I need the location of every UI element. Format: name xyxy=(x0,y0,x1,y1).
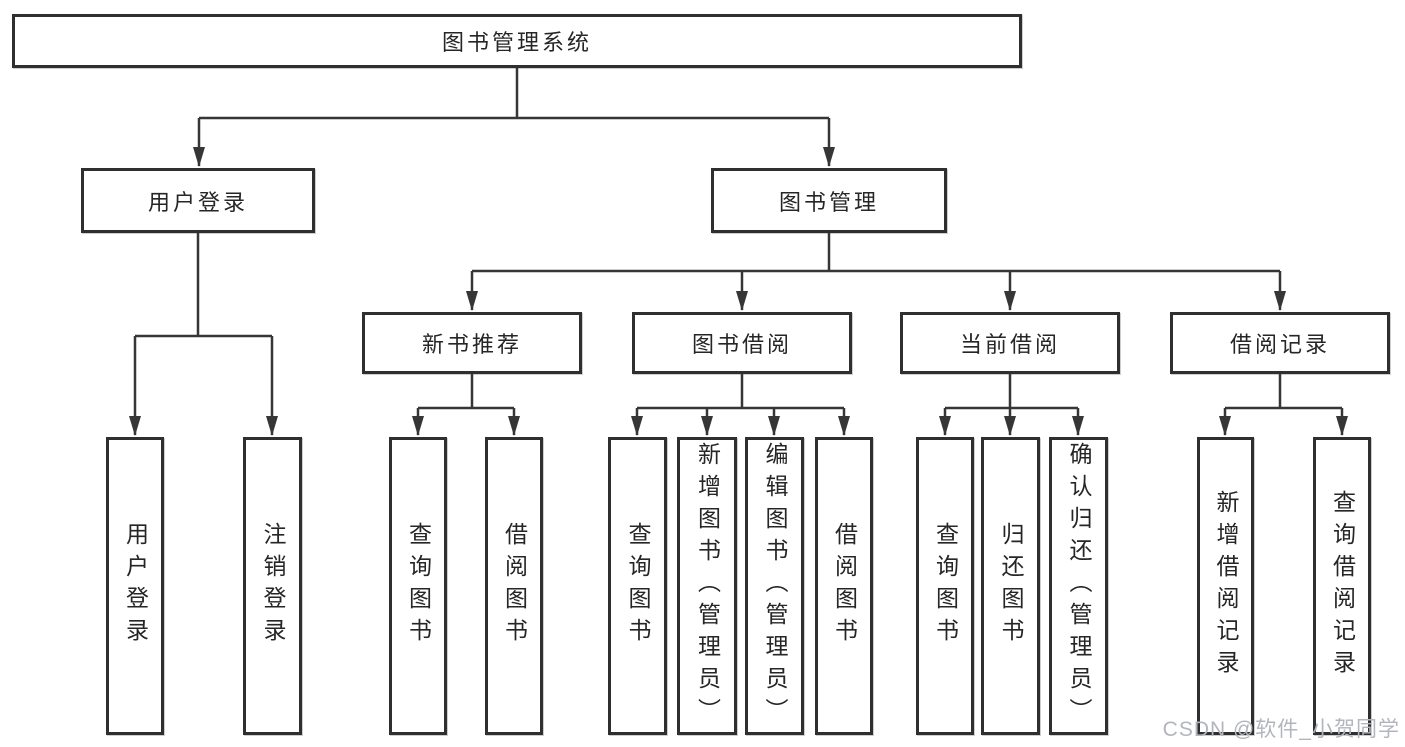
csdn-watermark: CSDN @软件_小贺同学 xyxy=(1162,718,1400,741)
node-root: 图书管理系统 xyxy=(12,14,1022,68)
leaf-borrow-edit-books-admin-label: 编辑图书（管理员） xyxy=(762,442,788,730)
leaf-borrow-borrow-books-label: 借阅图书 xyxy=(831,522,858,650)
leaf-borrow-borrow-books: 借阅图书 xyxy=(815,437,873,735)
leaf-logout-label: 注销登录 xyxy=(260,522,286,650)
leaf-records-add-record: 新增借阅记录 xyxy=(1197,437,1254,735)
node-borrow-records: 借阅记录 xyxy=(1170,312,1390,374)
node-book-borrow: 图书借阅 xyxy=(632,312,852,374)
node-new-book-recommend: 新书推荐 xyxy=(362,312,582,374)
leaf-current-confirm-return-admin-label: 确认归还（管理员） xyxy=(1066,442,1092,730)
leaf-current-return-books-label: 归还图书 xyxy=(998,522,1024,650)
node-user-login-label: 用户登录 xyxy=(147,189,248,215)
node-current-borrow-label: 当前借阅 xyxy=(959,332,1060,357)
leaf-borrow-query-books: 查询图书 xyxy=(608,437,667,735)
leaf-user-login-label: 用户登录 xyxy=(122,522,149,650)
leaf-user-login: 用户登录 xyxy=(106,437,164,735)
node-book-management-label: 图书管理 xyxy=(778,189,879,215)
leaf-recommend-borrow-books-label: 借阅图书 xyxy=(501,522,528,650)
leaf-records-query-record: 查询借阅记录 xyxy=(1313,437,1371,735)
node-root-label: 图书管理系统 xyxy=(441,30,592,55)
leaf-current-query-books: 查询图书 xyxy=(916,437,974,735)
leaf-borrow-add-books-admin-label: 新增图书（管理员） xyxy=(694,442,721,730)
leaf-current-confirm-return-admin: 确认归还（管理员） xyxy=(1049,437,1108,735)
node-current-borrow: 当前借阅 xyxy=(900,312,1120,374)
leaf-borrow-edit-books-admin: 编辑图书（管理员） xyxy=(745,437,804,735)
node-borrow-records-label: 借阅记录 xyxy=(1229,332,1330,357)
node-user-login: 用户登录 xyxy=(81,168,315,233)
leaf-recommend-query-books: 查询图书 xyxy=(389,437,447,735)
leaf-records-add-record-label: 新增借阅记录 xyxy=(1213,490,1239,682)
leaf-borrow-query-books-label: 查询图书 xyxy=(625,522,651,650)
leaf-current-query-books-label: 查询图书 xyxy=(932,522,959,650)
node-book-borrow-label: 图书借阅 xyxy=(691,332,792,357)
leaf-logout: 注销登录 xyxy=(243,437,302,735)
leaf-recommend-borrow-books: 借阅图书 xyxy=(485,437,543,735)
leaf-borrow-add-books-admin: 新增图书（管理员） xyxy=(677,437,737,735)
leaf-recommend-query-books-label: 查询图书 xyxy=(405,522,432,650)
leaf-current-return-books: 归还图书 xyxy=(981,437,1040,735)
node-new-book-recommend-label: 新书推荐 xyxy=(421,332,522,357)
leaf-records-query-record-label: 查询借阅记录 xyxy=(1329,490,1356,682)
node-book-management: 图书管理 xyxy=(711,168,947,233)
